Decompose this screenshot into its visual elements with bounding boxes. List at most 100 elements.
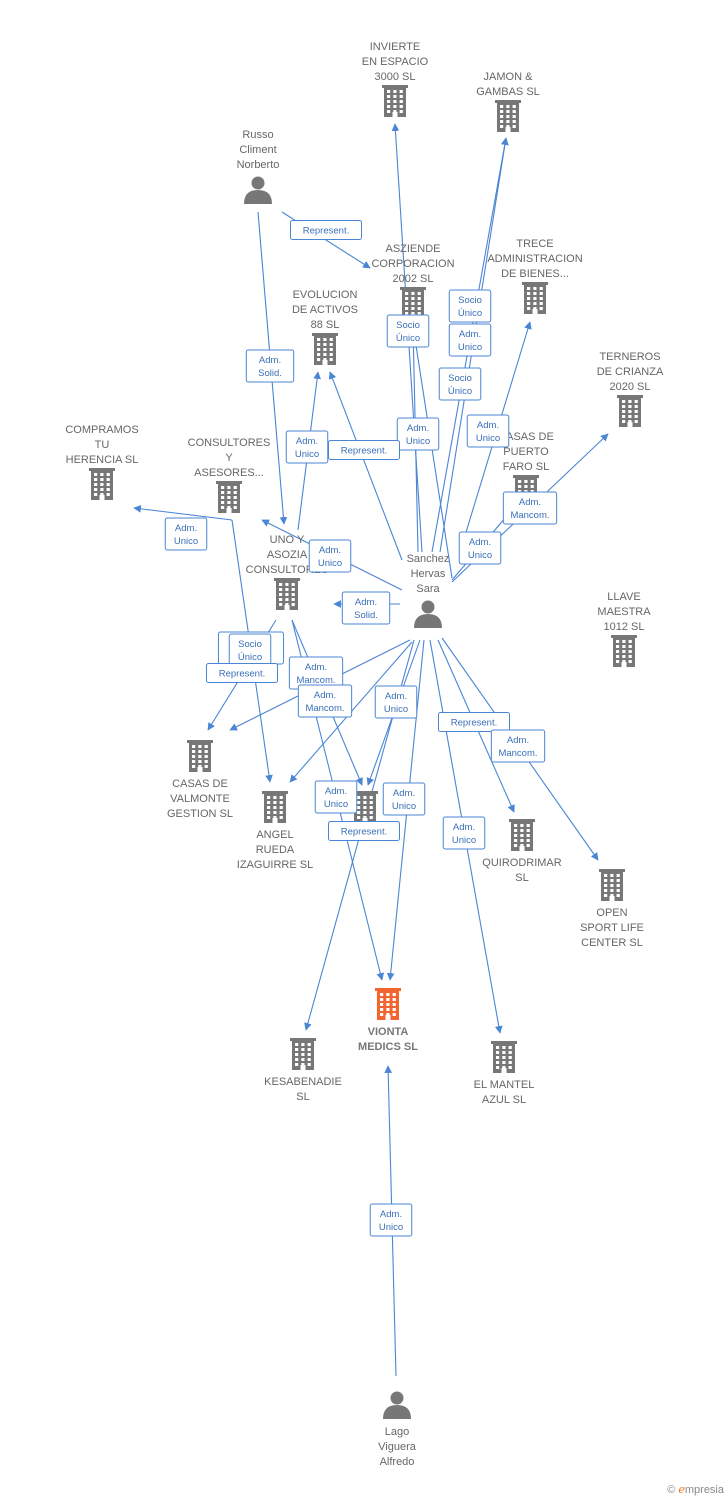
node-label: INVIERTE [370, 41, 421, 53]
edge-label-text: Adm. [477, 420, 499, 431]
edge-label-text: Mancom. [498, 748, 537, 759]
edge-label-text: Socio [448, 373, 472, 384]
node-label: EVOLUCION [293, 289, 358, 301]
edge-label[interactable]: Adm.Mancom. [490, 729, 546, 763]
edge-label[interactable]: Adm.Unico [466, 414, 510, 448]
edge-label[interactable]: Represent. [206, 663, 278, 683]
node-label: CENTER SL [581, 937, 643, 949]
node-label: Alfredo [380, 1456, 415, 1468]
node-label: IZAGUIRRE SL [237, 859, 313, 871]
node-label: CASAS DE [172, 778, 228, 790]
node-jamon[interactable]: JAMON &GAMBAS SL [476, 71, 540, 132]
edge-label-text: Adm. [259, 355, 281, 366]
node-label: OPEN [596, 907, 627, 919]
node-label: Climent [239, 144, 276, 156]
node-label: KESABENADIE [264, 1076, 342, 1088]
edge-label[interactable]: Adm.Solid. [341, 591, 391, 625]
node-label: VALMONTE [170, 793, 230, 805]
edge-label[interactable]: Adm. Unico [374, 685, 418, 719]
edge-label[interactable]: Represent. [328, 440, 400, 460]
edge-label-text: Unico [384, 704, 408, 715]
building-icon [509, 819, 535, 851]
edge-label[interactable]: Adm.Unico [369, 1203, 413, 1237]
edge-label-text: Unico [318, 558, 342, 569]
edge-label-text: Único [396, 333, 420, 344]
edge-label[interactable]: Represent. [328, 821, 400, 841]
edge-label-text: Socio [396, 320, 420, 331]
node-label: EL MANTEL [474, 1079, 535, 1091]
node-label: DE BIENES... [501, 268, 569, 280]
node-label: Viguera [378, 1441, 417, 1453]
edge-label-text: Represent. [341, 446, 387, 457]
node-elmantel[interactable]: EL MANTEL AZUL SL [474, 1041, 535, 1106]
node-label: MAESTRA [597, 606, 651, 618]
node-label: EN ESPACIO [362, 56, 429, 68]
edge-label-text: Mancom. [305, 703, 344, 714]
edge-label[interactable]: Adm.Unico [442, 816, 486, 850]
edge-label[interactable]: Adm.Unico [164, 517, 208, 551]
node-label: TERNEROS [599, 351, 660, 363]
edge-label[interactable]: Adm.Solid. [245, 349, 295, 383]
building-icon [290, 1038, 316, 1070]
edge-label-text: Socio [458, 295, 482, 306]
edge-label[interactable]: Adm.Unico [285, 430, 329, 464]
brand-initial: e [678, 1483, 685, 1496]
edge-label[interactable]: Adm.Unico [396, 417, 440, 451]
node-label: DE CRIANZA [597, 366, 664, 378]
building-icon [274, 578, 300, 610]
node-label: ASESORES... [194, 467, 264, 479]
edge-consultores-to-compramos [133, 505, 233, 521]
edge-label-text: Adm. [385, 691, 407, 702]
building-icon [611, 635, 637, 667]
node-label: CORPORACION [371, 258, 454, 270]
node-label: 3000 SL [375, 71, 416, 83]
node-label: RUEDA [256, 844, 295, 856]
node-label: ASZIENDE [385, 243, 440, 255]
edge-label-text: Adm. [319, 545, 341, 556]
node-label: Sara [416, 583, 440, 595]
node-label: UNO Y [270, 534, 305, 546]
node-label: AZUL SL [482, 1094, 526, 1106]
building-icon [216, 481, 242, 513]
edge-label-text: Adm. [175, 523, 197, 534]
node-invierte[interactable]: INVIERTE EN ESPACIO 3000 SL [362, 41, 429, 117]
edge-label[interactable]: Adm.Mancom. [297, 684, 353, 718]
edge-label[interactable]: Adm. Unico [308, 539, 352, 573]
node-label: CONSULTORES [246, 564, 329, 576]
edge-label-text: Unico [379, 1222, 403, 1233]
edge-label[interactable]: Adm.Unico [314, 780, 358, 814]
edge-label[interactable]: Adm.Unico [448, 323, 492, 357]
edge-label[interactable]: Adm.Mancom. [288, 656, 344, 690]
edge-label[interactable]: Adm.Mancom. [502, 491, 558, 525]
node-label: Hervas [411, 568, 446, 580]
edge-label[interactable]: Represent. [438, 712, 510, 732]
edge-label[interactable]: Adm.Unico [382, 782, 426, 816]
node-label: Russo [242, 129, 273, 141]
edge-label[interactable]: Represent. [290, 220, 362, 240]
node-label: Lago [385, 1426, 409, 1438]
edge-label[interactable]: Adm.Unico [458, 531, 502, 565]
person-icon [414, 600, 442, 628]
edge-label-text: Represent. [451, 718, 497, 729]
node-consultores[interactable]: CONSULTORESYASESORES... [188, 437, 271, 513]
